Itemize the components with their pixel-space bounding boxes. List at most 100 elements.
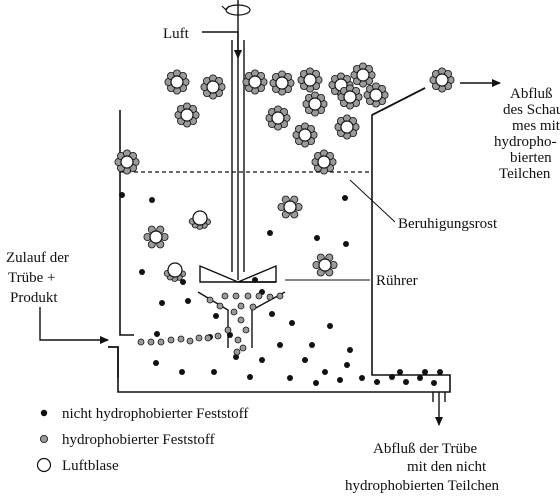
non-hydrophobic-particle (359, 375, 365, 381)
froth-bubble-cluster (114, 149, 140, 175)
hydrophobic-particle (234, 336, 242, 344)
hydrophobic-particle (206, 296, 214, 304)
air-bubble (317, 155, 331, 169)
non-hydrophobic-particle (247, 374, 253, 380)
non-hydrophobic-particle (309, 342, 315, 348)
hydrophobic-particle (214, 332, 222, 340)
air-bubble (167, 262, 183, 278)
froth-bubble-cluster (334, 114, 360, 140)
non-hydrophobic-particle (343, 241, 349, 247)
hydrophobic-particle (249, 303, 257, 311)
air-inlet-arrow (202, 31, 242, 59)
froth-bubble-cluster (269, 70, 295, 96)
froth-outlet-line-4: hydropho- (494, 134, 557, 150)
non-hydrophobic-particle (277, 342, 283, 348)
non-hydrophobic-particle (314, 235, 320, 241)
froth-bubble-cluster (242, 69, 268, 95)
air-bubble (170, 75, 184, 89)
hydrophobic-particle (216, 302, 224, 310)
air-bubble (369, 88, 383, 102)
hydrophobic-particle (255, 292, 263, 300)
froth-bubble-cluster (265, 105, 291, 131)
non-hydrophobic-particle (180, 279, 186, 285)
non-hydrophobic-particle (149, 197, 155, 203)
air-bubble (308, 97, 322, 111)
non-hydrophobic-particle (159, 300, 165, 306)
hydrophobic-particle (239, 344, 247, 352)
non-hydrophobic-particle (347, 347, 353, 353)
hydrophobic-particle (230, 308, 238, 316)
non-hydrophobic-particle (227, 332, 233, 338)
froth-bubble-cluster (363, 82, 389, 108)
air-bubble (303, 73, 317, 87)
tank-left-wall (119, 110, 134, 336)
froth-bubble-cluster (164, 69, 190, 95)
stirrer-impeller (199, 264, 277, 283)
hydrophobic-particle (186, 337, 194, 345)
legend-open-circle-icon (36, 457, 52, 473)
air-bubble (192, 210, 208, 226)
non-hydrophobic-particle (327, 323, 333, 329)
leader-lines (285, 179, 396, 281)
hydrophobic-particle (224, 326, 232, 334)
air-bubble (343, 90, 357, 104)
legend-label-3: Luftblase (62, 458, 119, 474)
non-hydrophobic-particle (179, 369, 185, 375)
non-hydrophobic-particle (211, 369, 217, 375)
froth-bubble-cluster (292, 122, 318, 148)
hydrophobic-particle (177, 335, 185, 343)
froth-bubble-cluster (297, 67, 323, 93)
pulp-bubble-with-particles (163, 262, 187, 282)
hydrophobic-particle (244, 292, 252, 300)
pulp-outlet-label: Abfluß der Trübe mit den nicht hydrophob… (345, 441, 500, 494)
pulp-outlet-line-2: mit den nicht (407, 459, 487, 475)
froth-bubble-cluster (143, 225, 169, 249)
non-hydrophobic-particle (403, 379, 409, 385)
calming-grid-leader (349, 179, 396, 223)
non-hydrophobic-particle (431, 380, 437, 386)
froth-bubble-cluster (174, 102, 200, 128)
pulp-bubble-with-particles (188, 210, 212, 230)
froth-bubble-cluster (429, 67, 455, 93)
hydrophobic-particle (266, 293, 274, 301)
legend-solid-dot-icon (40, 409, 48, 417)
feed-arrow (39, 307, 109, 344)
non-hydrophobic-particle (252, 277, 258, 283)
non-hydrophobic-particle (342, 195, 348, 201)
non-hydrophobic-particle (417, 375, 423, 381)
froth-bubble-cluster (311, 149, 337, 175)
non-hydrophobic-particle (344, 362, 350, 368)
air-label: Luft (163, 26, 190, 42)
froth-outlet-lip (371, 87, 426, 116)
non-hydrophobic-particle (397, 369, 403, 375)
non-hydrophobic-particle (213, 313, 219, 319)
air-bubble (283, 200, 297, 214)
non-hydrophobic-particle (119, 192, 125, 198)
non-hydrophobic-particle (287, 375, 293, 381)
legend-grey-dot-icon (40, 434, 49, 443)
froth-outlet-line-2: des Schau- (503, 102, 560, 118)
froth-bubble-cluster (312, 253, 338, 277)
non-hydrophobic-particle (437, 369, 443, 375)
non-hydrophobic-particle (269, 311, 275, 317)
hydrophobic-particle (233, 348, 241, 356)
calming-grid-label: Beruhigungsrost (398, 216, 498, 232)
non-hydrophobic-particle (389, 374, 395, 380)
legend-label-1: nicht hydrophobierter Feststoff (62, 406, 248, 422)
hydrophobic-particle (237, 316, 245, 324)
pulp-outlet-line-1: Abfluß der Trübe (373, 441, 478, 457)
froth-bubble-cluster (200, 74, 226, 100)
froth-layer (114, 62, 455, 277)
air-bubble (298, 128, 312, 142)
hydrophobic-particle (237, 302, 245, 310)
hydrophobic-particle (232, 292, 240, 300)
feed-line-2: Trübe + (8, 270, 56, 286)
hydrophobic-particle (195, 334, 203, 342)
hydrophobic-particle (204, 334, 212, 342)
froth-bubble-cluster (277, 195, 303, 219)
froth-bubble-cluster (350, 62, 376, 88)
non-hydrophobic-particle (337, 377, 343, 383)
non-hydrophobic-particle (289, 320, 295, 326)
